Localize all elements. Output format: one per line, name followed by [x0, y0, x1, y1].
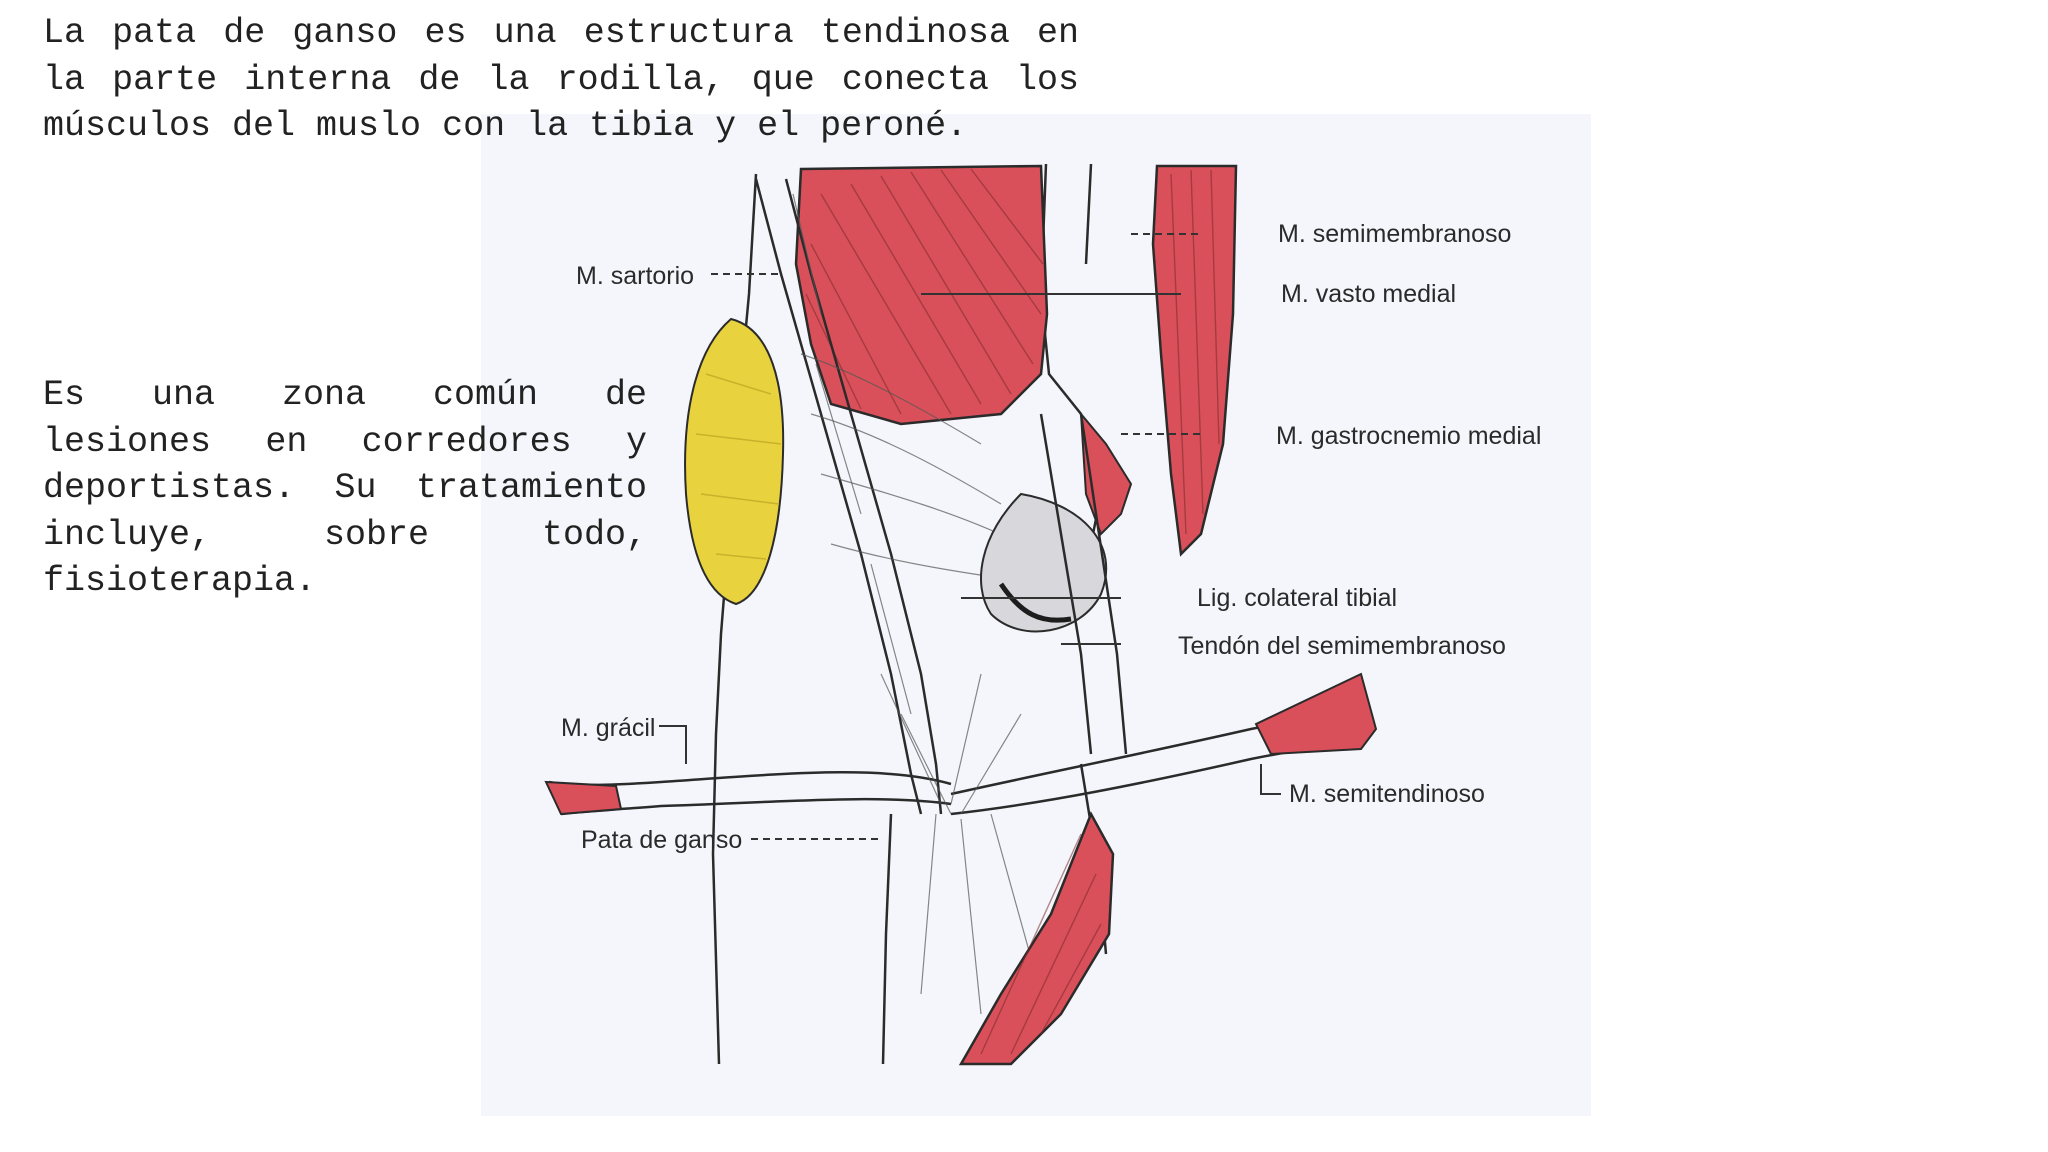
label-gracil: M. grácil — [561, 714, 655, 742]
label-semitendinoso: M. semitendinoso — [1289, 780, 1485, 808]
semitendinosus-muscle-stub — [1254, 672, 1378, 756]
leader-semitendinoso — [1260, 764, 1281, 795]
knee-anatomy-illustration: M. semimembranoso M. sartorio M. vasto m… — [481, 114, 1591, 1116]
pes-anserinus-fibers — [880, 673, 1042, 1015]
sartorius-tendon-right — [784, 178, 943, 815]
fat-pad-texture — [695, 373, 782, 560]
leader-gracil — [659, 725, 687, 764]
joint-line-shadow — [998, 582, 1072, 623]
label-vasto-medial: M. vasto medial — [1281, 280, 1456, 308]
knee-capsule-lines — [800, 353, 1042, 585]
sartorius-tendon-left — [754, 178, 923, 815]
gracilis-muscle-stub — [544, 780, 623, 816]
paragraph-injuries: Es una zona común de lesiones en corredo… — [43, 375, 647, 601]
label-gastrocnemio-medial: M. gastrocnemio medial — [1276, 422, 1541, 450]
knee-anatomy-svg: M. semimembranoso M. sartorio M. vasto m… — [481, 114, 1591, 1116]
label-sartorio: M. sartorio — [576, 262, 694, 290]
semimembranosus-muscle — [1151, 164, 1238, 557]
label-lig-colateral-tibial: Lig. colateral tibial — [1197, 584, 1397, 612]
sartorius-shading — [792, 193, 912, 715]
tibial-collateral-ligament-right — [1079, 413, 1128, 755]
thigh-outline-back — [1084, 163, 1093, 265]
label-tendon-semimembranoso: Tendón del semimembranoso — [1178, 632, 1506, 660]
calf-muscle-fibers — [980, 833, 1102, 1055]
tibial-collateral-ligament-left — [1039, 413, 1093, 755]
calf-muscle — [958, 811, 1115, 1066]
lower-leg-outline-left — [881, 813, 893, 1065]
paragraph-description: La pata de ganso es una estructura tendi… — [43, 13, 1079, 146]
vastus-medialis-fibers — [805, 168, 1044, 415]
label-semimembranoso: M. semimembranoso — [1278, 220, 1511, 248]
label-pata-de-ganso: Pata de ganso — [581, 826, 742, 854]
